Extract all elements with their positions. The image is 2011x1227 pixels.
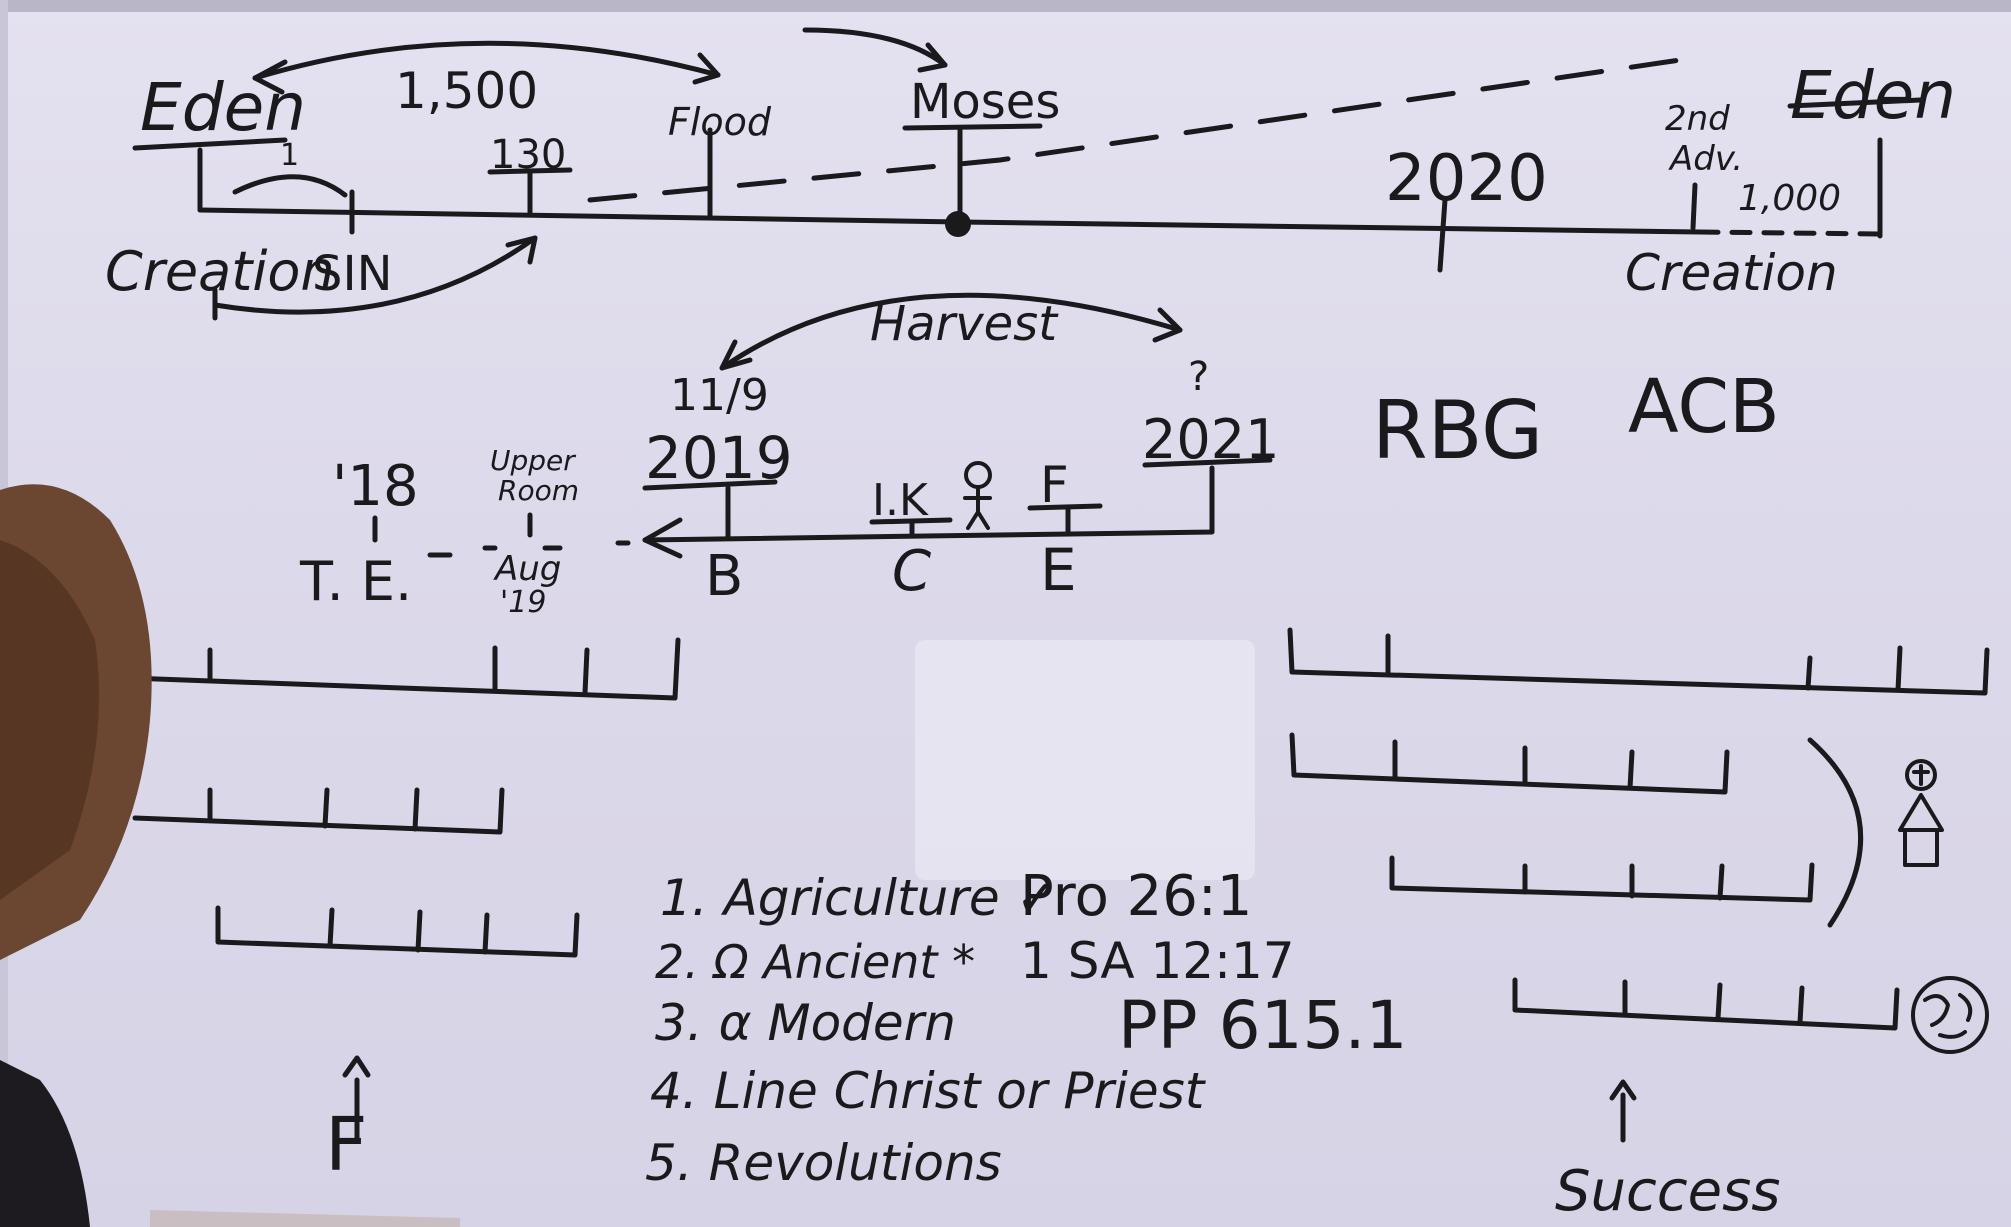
mark-1-label: 1 xyxy=(280,138,299,173)
moses-arrowhead xyxy=(917,42,948,73)
te-label: T. E. xyxy=(299,550,412,613)
harvest-label: Harvest xyxy=(870,296,1059,352)
church-icon xyxy=(1898,759,1944,867)
year-2019-label: 2019 xyxy=(645,424,793,492)
sin-label: SIN xyxy=(312,246,393,302)
stick-figure-icon xyxy=(963,461,992,530)
year-2020-label: 2020 xyxy=(1385,142,1548,216)
rbg-label: RBG xyxy=(1372,384,1543,477)
grouping-parenthesis xyxy=(1807,737,1864,928)
year-2021-label: 2021 xyxy=(1142,408,1279,471)
right-bracket-1-ticks xyxy=(1385,633,1903,693)
moses-underline xyxy=(902,123,1043,131)
e-label: E xyxy=(1040,536,1077,604)
year-2021-underline xyxy=(1142,457,1273,468)
year-2019-underline xyxy=(642,479,778,491)
flood-label: Flood xyxy=(668,100,772,144)
eden-right-label: Eden xyxy=(1790,57,1956,134)
creation-130-arrowhead xyxy=(505,235,538,265)
advent-tick xyxy=(1690,182,1698,231)
left-bracket-1-ticks xyxy=(207,645,590,696)
eden-flood-arrow xyxy=(252,40,721,81)
upper-room-line1: Upper xyxy=(490,444,576,477)
left-bracket-2-ticks xyxy=(207,787,420,832)
success-arrowhead xyxy=(1609,1079,1637,1101)
eden-left-label: Eden xyxy=(140,69,306,146)
left-bracket-3-ticks xyxy=(327,907,490,955)
upper-room-line2: Room xyxy=(498,474,579,507)
right-brackets xyxy=(1287,627,1990,1143)
right-bracket-4 xyxy=(1512,977,1900,1031)
eden-left-underline xyxy=(132,137,288,151)
presenter-shoulder xyxy=(0,1060,90,1227)
f-bottom-label: F xyxy=(325,1102,368,1188)
reference-samuel: 1 SA 12:17 xyxy=(1020,932,1295,990)
ik-label: I.K xyxy=(872,475,929,526)
year-18-label: '18 xyxy=(332,454,419,519)
moses-label: Moses xyxy=(910,74,1060,130)
globe-icon xyxy=(1911,976,1989,1054)
f-mark-label: F xyxy=(1040,456,1069,514)
millennium-dashed-line xyxy=(1697,229,1883,237)
list-item-1: 1. Agriculture ✓ xyxy=(660,869,1057,927)
list-item-4: 4. Line Christ or Priest xyxy=(650,1062,1207,1120)
creation-right-label: Creation xyxy=(1625,244,1838,302)
eden-flood-arrowhead-right xyxy=(692,52,721,85)
left-bracket-1 xyxy=(127,637,681,701)
year-130-label: 130 xyxy=(490,132,566,178)
middle-timeline-arrowhead xyxy=(642,517,683,559)
glare-spot xyxy=(915,640,1255,880)
list-item-5: 5. Revolutions xyxy=(645,1134,1002,1192)
board-top-frame xyxy=(0,0,2011,12)
moses-dot xyxy=(945,211,971,237)
aug-year-label: '19 xyxy=(500,585,546,620)
eden-flood-arrowhead-left xyxy=(252,59,288,95)
left-bracket-2 xyxy=(132,787,505,835)
middle-timeline xyxy=(372,292,1273,559)
second-advent-line2: Adv. xyxy=(1668,139,1743,179)
right-bracket-4-ticks xyxy=(1622,979,1805,1025)
harvest-arrow xyxy=(719,292,1183,371)
reference-pp: PP 615.1 xyxy=(1118,987,1408,1064)
small-arc xyxy=(232,174,348,198)
years-1000-label: 1,000 xyxy=(1738,178,1841,219)
aug-label: Aug xyxy=(493,549,561,589)
right-bracket-2 xyxy=(1289,732,1730,795)
acb-label: ACB xyxy=(1628,364,1780,450)
question-mark: ? xyxy=(1188,354,1209,400)
middle-timeline-line xyxy=(642,465,1215,543)
second-advent-line1: 2nd xyxy=(1665,99,1730,139)
reference-proverbs: Pro 26:1 xyxy=(1020,864,1252,929)
tick-2020 xyxy=(1437,197,1448,273)
creation-left-label: Creation xyxy=(105,240,335,303)
f-mark-underline xyxy=(1027,503,1103,511)
list-item-3: 3. α Modern xyxy=(655,994,956,1052)
harvest-arrowhead-left xyxy=(719,339,753,371)
presenter-hair-shadow xyxy=(0,540,100,900)
dashed-rising-line xyxy=(587,57,1683,203)
moses-arrow xyxy=(802,27,948,68)
f-arrowhead xyxy=(342,1055,371,1078)
b-label: B xyxy=(705,544,743,609)
right-bracket-2-ticks xyxy=(1392,739,1635,791)
c-label: C xyxy=(892,539,931,604)
dashed-extension xyxy=(427,540,631,558)
years-1500-label: 1,500 xyxy=(395,62,538,120)
list-item-2: 2. Ω Ancient * xyxy=(655,935,975,989)
right-bracket-3-ticks xyxy=(1522,863,1725,901)
creation-130-arrow xyxy=(212,235,538,315)
eden-right-underline xyxy=(1787,97,1923,109)
success-label: Success xyxy=(1555,1159,1780,1224)
right-bracket-1 xyxy=(1287,627,1990,696)
presenter-hand-blur xyxy=(150,1210,460,1227)
left-bracket-3 xyxy=(215,905,580,958)
right-bracket-3 xyxy=(1389,855,1815,903)
left-brackets xyxy=(127,637,681,1143)
harvest-arrowhead-right xyxy=(1152,307,1183,343)
date-11-19-label: 11/9 xyxy=(670,370,769,421)
